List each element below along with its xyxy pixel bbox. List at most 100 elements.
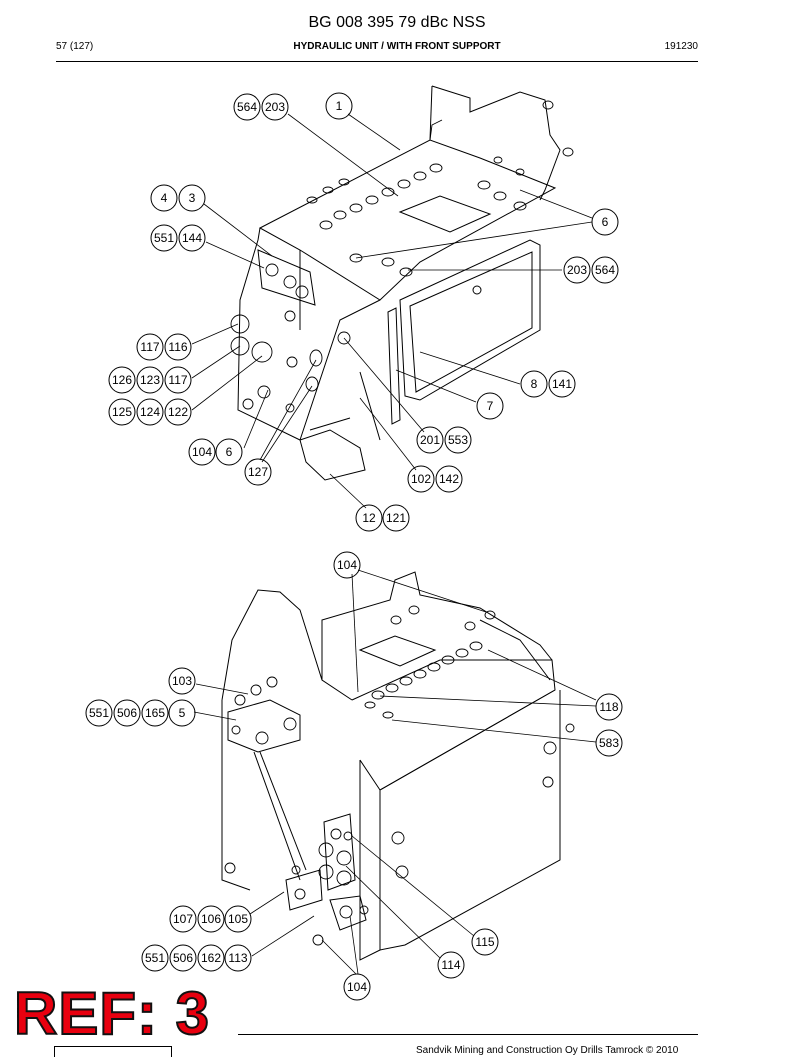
callout-label: 126: [112, 373, 132, 387]
callout-203: 203: [563, 256, 591, 284]
leader-lines: [191, 113, 597, 975]
callout-label: 122: [168, 405, 188, 419]
callout-113: 113: [224, 944, 252, 972]
document-title: BG 008 395 79 dBc NSS: [308, 14, 486, 31]
callout-116: 116: [164, 333, 192, 361]
callout-107: 107: [169, 905, 197, 933]
callout-label: 106: [201, 912, 221, 926]
ref-stamp: REF: 3: [13, 980, 211, 1047]
callout-label: 123: [140, 373, 160, 387]
callout-142: 142: [435, 465, 463, 493]
callout-label: 115: [475, 935, 494, 949]
callout-label: 564: [595, 263, 615, 277]
callout-label: 6: [602, 215, 609, 229]
callout-104: 104: [188, 438, 216, 466]
callout-127: 127: [244, 458, 272, 486]
callout-125: 125: [108, 398, 136, 426]
callout-label: 1: [336, 99, 343, 113]
callout-564: 564: [591, 256, 619, 284]
callout-162: 162: [197, 944, 225, 972]
footer-rule: [238, 1034, 698, 1035]
callout-121: 121: [382, 504, 410, 532]
callout-label: 6: [226, 445, 233, 459]
callout-label: 113: [228, 951, 247, 965]
callout-label: 551: [154, 231, 174, 245]
callout-106: 106: [197, 905, 225, 933]
callout-label: 141: [552, 377, 572, 391]
callout-label: 3: [189, 191, 196, 205]
callout-8: 8: [520, 370, 548, 398]
callout-506: 506: [169, 944, 197, 972]
callout-144: 144: [178, 224, 206, 252]
section-title: HYDRAULIC UNIT / WITH FRONT SUPPORT: [293, 41, 501, 52]
callout-label: 201: [420, 433, 440, 447]
document-code: 191230: [664, 41, 698, 52]
callout-551: 551: [150, 224, 178, 252]
callout-124: 124: [136, 398, 164, 426]
callout-201: 201: [416, 426, 444, 454]
callout-506: 506: [113, 699, 141, 727]
callout-label: 162: [201, 951, 221, 965]
callout-label: 104: [192, 445, 212, 459]
callouts: 564 203 1 4 3 551 144 6 203 564 117 116 …: [85, 92, 623, 1001]
callout-123: 123: [136, 366, 164, 394]
callout-label: 12: [362, 511, 376, 525]
page-number: 57 (127): [56, 41, 94, 52]
callout-117: 117: [136, 333, 164, 361]
callout-label: 124: [140, 405, 160, 419]
callout-label: 4: [161, 191, 168, 205]
callout-label: 203: [567, 263, 587, 277]
callout-label: 117: [168, 373, 187, 387]
callout-label: 117: [140, 340, 159, 354]
callout-118: 118: [595, 693, 623, 721]
callout-label: 551: [145, 951, 165, 965]
callout-203: 203: [261, 93, 289, 121]
callout-3: 3: [178, 184, 206, 212]
callout-label: 506: [173, 951, 193, 965]
callout-label: 125: [112, 405, 132, 419]
header-rule: [56, 61, 698, 62]
callout-label: 116: [168, 340, 187, 354]
callout-5: 5: [168, 699, 196, 727]
callout-7: 7: [476, 392, 504, 420]
callout-label: 5: [179, 706, 186, 720]
callout-label: 583: [599, 736, 619, 750]
callout-126: 126: [108, 366, 136, 394]
callout-104: 104: [333, 551, 361, 579]
callout-551: 551: [141, 944, 169, 972]
callout-103: 103: [168, 667, 196, 695]
callout-104: 104: [343, 973, 371, 1001]
callout-label: 551: [89, 706, 109, 720]
callout-1: 1: [325, 92, 353, 120]
callout-105: 105: [224, 905, 252, 933]
callout-label: 121: [386, 511, 406, 525]
callout-label: 105: [228, 912, 248, 926]
callout-label: 165: [145, 706, 165, 720]
callout-117: 117: [164, 366, 192, 394]
callout-4: 4: [150, 184, 178, 212]
callout-label: 142: [439, 472, 459, 486]
callout-label: 8: [531, 377, 538, 391]
callout-label: 107: [173, 912, 193, 926]
callout-label: 203: [265, 100, 285, 114]
callout-122: 122: [164, 398, 192, 426]
callout-564: 564: [233, 93, 261, 121]
callout-6: 6: [215, 438, 243, 466]
callout-label: 506: [117, 706, 137, 720]
callout-551: 551: [85, 699, 113, 727]
callout-165: 165: [141, 699, 169, 727]
callout-label: 104: [337, 558, 357, 572]
callout-label: 7: [487, 399, 494, 413]
callout-label: 103: [172, 674, 192, 688]
footer-copyright: Sandvik Mining and Construction Oy Drill…: [416, 1045, 679, 1056]
callout-label: 118: [599, 700, 618, 714]
footer-logo-box: [54, 1046, 172, 1057]
callout-114: 114: [437, 951, 465, 979]
callout-label: 104: [347, 980, 367, 994]
callout-115: 115: [471, 928, 499, 956]
callout-553: 553: [444, 426, 472, 454]
callout-label: 553: [448, 433, 468, 447]
callout-label: 564: [237, 100, 257, 114]
callout-label: 144: [182, 231, 202, 245]
